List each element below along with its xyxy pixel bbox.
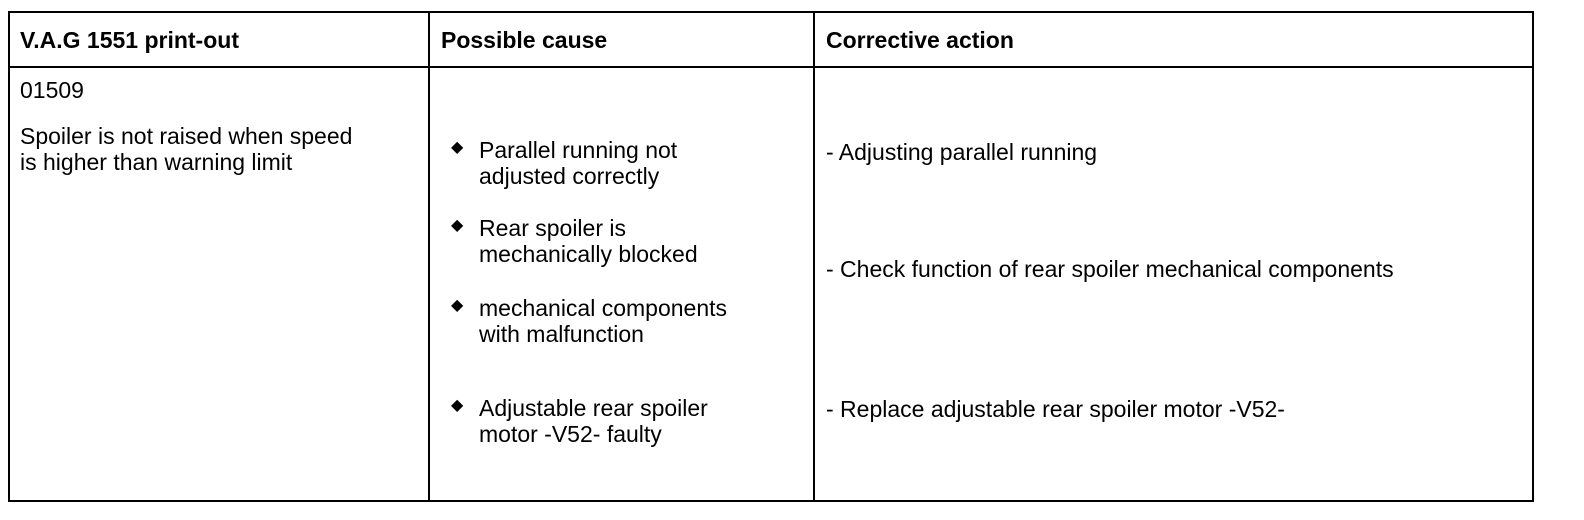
fault-description-line: is higher than warning limit [20, 149, 293, 175]
action-item: - Check function of rear spoiler mechani… [826, 256, 1394, 282]
fault-description-line: Spoiler is not raised when speed [20, 123, 353, 149]
action-item: - Adjusting parallel running [826, 139, 1098, 165]
cause-line: with malfunction [479, 321, 644, 347]
diamond-icon: ◆ [451, 397, 464, 414]
diamond-icon: ◆ [451, 217, 464, 234]
cause-text: Adjustable rear spoiler motor -V52- faul… [479, 395, 708, 447]
column-divider-1 [428, 13, 430, 500]
cause-line: Rear spoiler is [479, 215, 626, 241]
cause-line: mechanically blocked [479, 241, 698, 267]
header-corrective-action: Corrective action [826, 27, 1014, 53]
header-divider [10, 66, 1532, 68]
column-divider-2 [813, 13, 815, 500]
cause-line: adjusted correctly [479, 163, 660, 189]
cause-line: Parallel running not [479, 137, 678, 163]
cause-text: Rear spoiler is mechanically blocked [479, 215, 698, 267]
header-possible-cause: Possible cause [441, 27, 608, 53]
fault-description: Spoiler is not raised when speed is high… [20, 123, 352, 175]
cause-text: mechanical components with malfunction [479, 295, 727, 347]
header-print-out: V.A.G 1551 print-out [20, 27, 239, 53]
cause-text: Parallel running not adjusted correctly [479, 137, 677, 189]
action-item: - Replace adjustable rear spoiler motor … [826, 396, 1285, 422]
diagnosis-table: V.A.G 1551 print-out Possible cause Corr… [8, 11, 1534, 502]
cause-line: Adjustable rear spoiler [479, 395, 708, 421]
cause-line: mechanical components [479, 295, 728, 321]
fault-code: 01509 [20, 77, 84, 103]
cause-line: motor -V52- faulty [479, 421, 662, 447]
diamond-icon: ◆ [451, 139, 464, 156]
diamond-icon: ◆ [451, 297, 464, 314]
